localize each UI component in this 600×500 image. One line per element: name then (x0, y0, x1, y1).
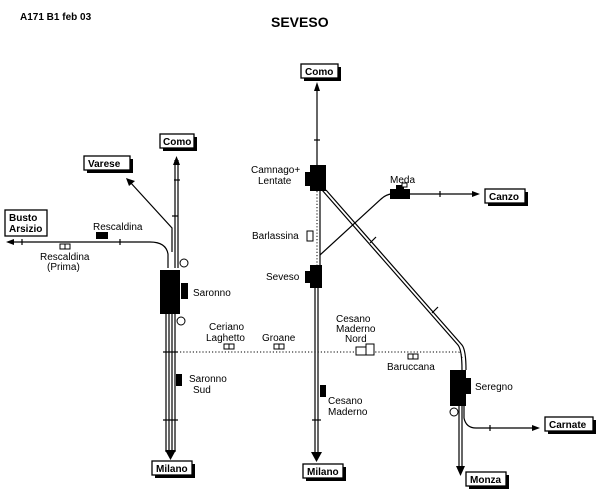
dest-varese: Varese (83, 155, 133, 173)
dest-milano-left: Milano (151, 460, 195, 478)
como-top-label: Como (305, 67, 333, 78)
canzo-label: Canzo (489, 192, 519, 203)
seveso-label: Seveso (266, 272, 300, 283)
monza-label: Monza (470, 475, 502, 486)
barlassina-label: Barlassina (252, 231, 299, 242)
dest-monza: Monza (465, 471, 509, 489)
diagram-code: A171 B1 feb 03 (20, 12, 92, 23)
dest-como-top: Como (300, 63, 341, 81)
cesano-label-2: Maderno (328, 407, 368, 418)
busto-label-1: Busto (9, 213, 37, 224)
milano-center-label: Milano (307, 467, 339, 478)
carnate-label: Carnate (549, 420, 587, 431)
camnago-label-2: Lentate (258, 176, 292, 187)
cesano-nord-label-3: Nord (345, 334, 367, 345)
saronno-sud-label-1: Saronno (189, 374, 227, 385)
saronno-sud-label-2: Sud (193, 385, 211, 396)
camnago-label-1: Camnago+ (251, 165, 300, 176)
rescaldina-prima-label-1: Rescaldina (40, 252, 90, 263)
dest-canzo: Canzo (484, 188, 528, 206)
rescaldina-prima-label-2: (Prima) (47, 262, 80, 273)
seregno-label: Seregno (475, 382, 513, 393)
ceriano-label-2: Laghetto (206, 333, 245, 344)
varese-label: Varese (88, 159, 121, 170)
dest-busto-arsizio: Busto Arsizio (4, 209, 48, 237)
como-left-label: Como (163, 137, 191, 148)
saronno-section (6, 156, 189, 460)
dest-milano-center: Milano (302, 463, 346, 481)
dest-como-left: Como (159, 133, 197, 151)
groane-label: Groane (262, 333, 296, 344)
baruccana-label: Baruccana (387, 362, 435, 373)
diagram-title: SEVESO (271, 14, 329, 30)
milano-left-label: Milano (156, 464, 188, 475)
cesano-nord-label-2: Maderno (336, 324, 376, 335)
busto-label-2: Arsizio (9, 224, 42, 235)
seveso-section (305, 82, 540, 476)
meda-label: Meda (390, 175, 415, 186)
ceriano-label-1: Ceriano (209, 322, 244, 333)
cesano-nord-label-1: Cesano (336, 314, 371, 325)
cesano-label-1: Cesano (328, 396, 363, 407)
dest-carnate: Carnate (544, 416, 596, 434)
rescaldina-label: Rescaldina (93, 222, 143, 233)
saronno-label: Saronno (193, 288, 231, 299)
